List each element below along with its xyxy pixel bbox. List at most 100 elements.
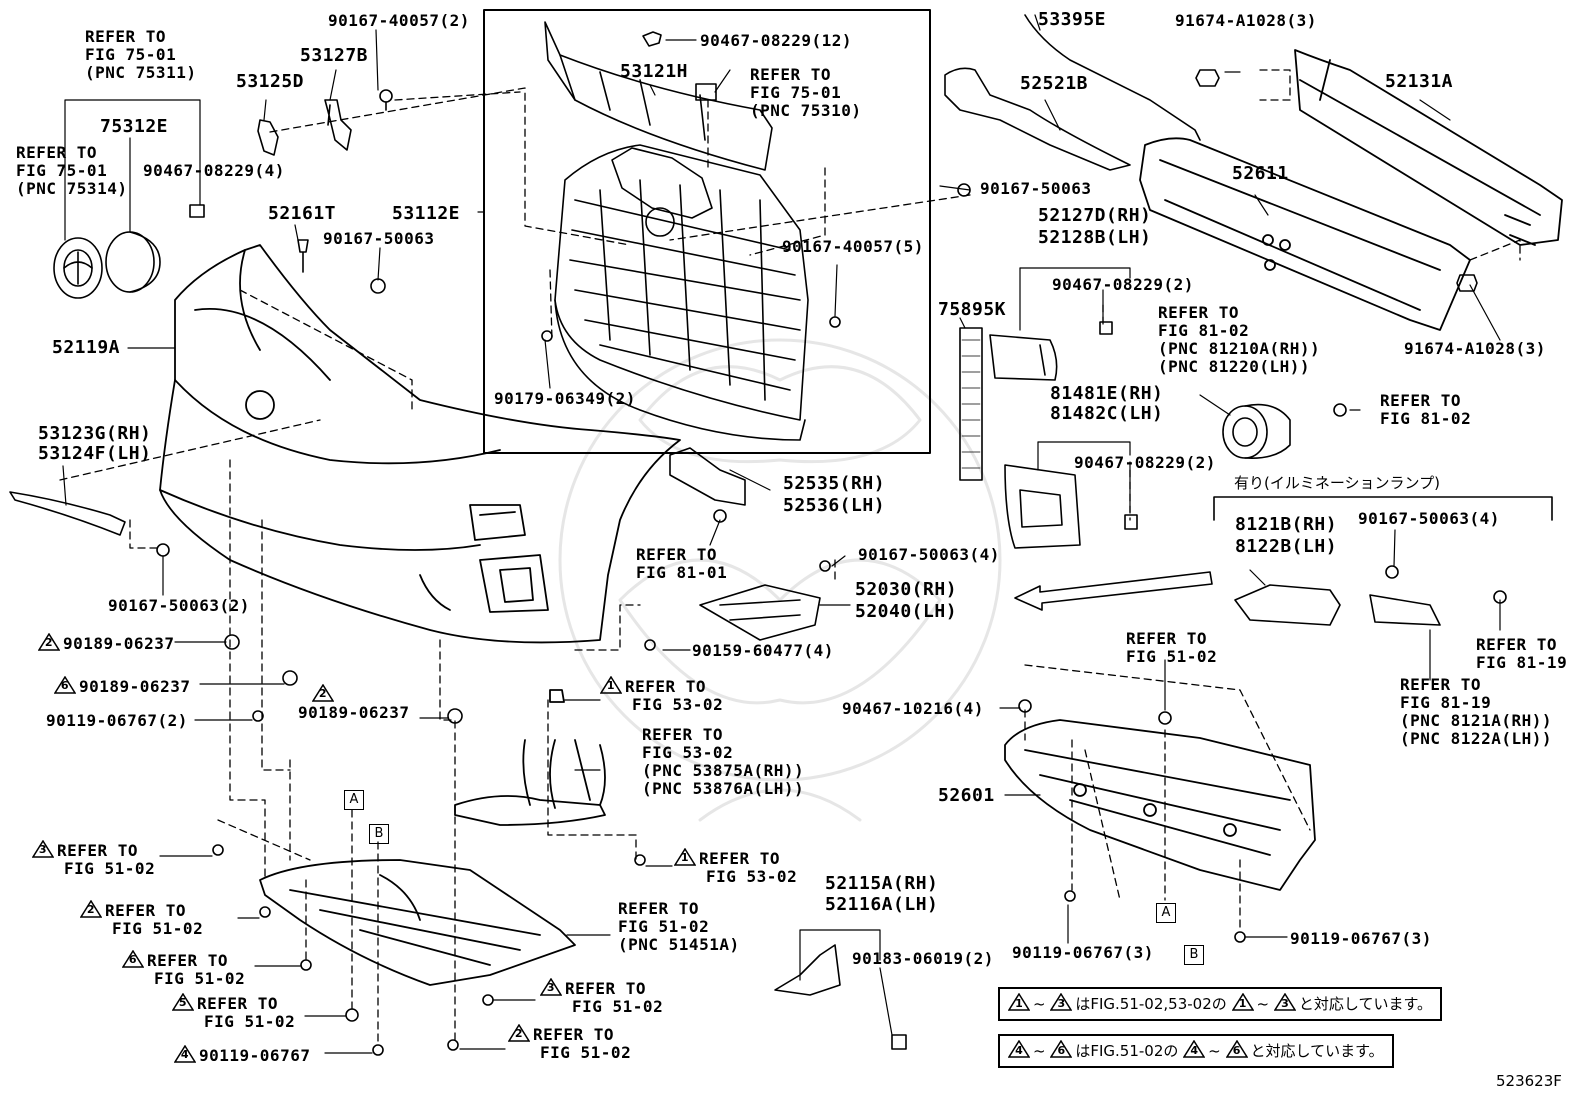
triangle-2c-icon: 2 (79, 899, 103, 918)
label-52601: 52601 (938, 785, 995, 806)
triangle-1b-icon: 1 (673, 847, 697, 866)
label-90167-40057-2: 90167-40057(2) (328, 11, 470, 30)
label-90119-06767-2: 90119-06767(2) (46, 711, 188, 730)
triangle-icon: 3 (1050, 992, 1073, 1011)
label-52535-rh: 52535(RH) (783, 473, 886, 494)
lower-molding-53123g (9, 491, 126, 536)
label-90467-08229-2b: 90467-08229(2) (1074, 453, 1216, 472)
triangle-icon: 6 (1050, 1039, 1073, 1058)
leader-lines (62, 14, 1501, 1054)
reflector-75895k (959, 327, 983, 481)
marker-box-a-right: A (1156, 903, 1176, 923)
label-52521b: 52521B (1020, 73, 1089, 94)
triangle-1-icon: 1 (599, 675, 623, 694)
label-90167-50063-4a: 90167-50063(4) (858, 545, 1000, 564)
label-52127d-rh: 52127D(RH) (1038, 205, 1152, 226)
fog-lamp-cover-52127d (989, 321, 1113, 381)
lower-grille (554, 144, 809, 441)
triangle-4-icon: 4 (173, 1044, 197, 1063)
illumination-8121b (1234, 565, 1507, 626)
label-90167-40057-5: 90167-40057(5) (782, 237, 924, 256)
label-90183-06019-2: 90183-06019(2) (852, 949, 994, 968)
diagram-id: 523623F (1496, 1072, 1562, 1090)
label-illumination-lamp: 有り(イルミネーションランプ) (1234, 474, 1440, 492)
label-75895k: 75895K (938, 299, 1007, 320)
triangle-6b-icon: 6 (121, 949, 145, 968)
watermark-seal (558, 338, 1002, 822)
fog-lamp-81210a (1222, 403, 1347, 460)
triangle-icon: 4 (1182, 1039, 1206, 1058)
label-90467-08229-2a: 90467-08229(2) (1052, 275, 1194, 294)
label-52040-lh: 52040(LH) (855, 601, 958, 622)
undercover-center (259, 859, 576, 986)
label-53127b: 53127B (300, 45, 369, 66)
label-81482c-lh: 81482C(LH) (1050, 403, 1164, 424)
energy-absorber-52611 (1139, 137, 1471, 331)
label-52116a-lh: 52116A(LH) (825, 894, 939, 915)
brackets-53395e-52521b (944, 14, 1201, 171)
label-75312e: 75312E (100, 116, 169, 137)
triangle-icon: 3 (1273, 992, 1297, 1011)
marker-box-b-right: B (1184, 945, 1204, 965)
reflector-52030 (699, 584, 821, 641)
label-90167-50063-a: 90167-50063 (323, 229, 435, 248)
label-90179-06349-2: 90179-06349(2) (494, 389, 636, 408)
label-53121h: 53121H (620, 61, 689, 82)
label-52611: 52611 (1232, 163, 1289, 184)
arrow-to-52030 (1014, 571, 1213, 611)
label-91674-a1028-bottom: 91674-A1028(3) (1404, 339, 1546, 358)
triangle-icon: 1 (1231, 992, 1254, 1011)
label-90167-50063-b: 90167-50063 (980, 179, 1092, 198)
label-90167-50063-4b: 90167-50063(4) (1358, 509, 1500, 528)
triangle-icon: 1 (1007, 992, 1031, 1011)
triangle-icon: 6 (1225, 1039, 1248, 1058)
label-53112e: 53112E (392, 203, 461, 224)
label-52030-rh: 52030(RH) (855, 579, 958, 600)
triangle-6-icon: 6 (53, 675, 77, 694)
triangle-2d-icon: 2 (507, 1023, 531, 1042)
label-90119-06767-3b: 90119-06767(3) (1290, 929, 1432, 948)
undercover-52601 (1004, 719, 1316, 891)
label-90119-06767-3a: 90119-06767(3) (1012, 943, 1154, 962)
label-8122b-lh: 8122B(LH) (1235, 536, 1338, 557)
reinforcement-52131a (1294, 49, 1563, 246)
illumination-bracket (1213, 496, 1553, 521)
label-90159-60477-4: 90159-60477(4) (692, 641, 834, 660)
label-52119a: 52119A (52, 337, 121, 358)
label-90467-10216-4: 90467-10216(4) (842, 699, 984, 718)
label-52131a: 52131A (1385, 71, 1454, 92)
triangle-icon: 4 (1007, 1039, 1031, 1058)
upper-grille-53121h (544, 21, 773, 171)
triangle-2b-icon: 2 (311, 683, 335, 702)
fog-lamp-bezel-81481e (1004, 464, 1138, 549)
label-90167-50063-2: 90167-50063(2) (108, 596, 250, 615)
label-52128b-lh: 52128B(LH) (1038, 227, 1152, 248)
triangle-5-icon: 5 (171, 992, 195, 1011)
bolts-91674 (1195, 69, 1478, 292)
label-91674-a1028-top: 91674-A1028(3) (1175, 11, 1317, 30)
emblem-75312e (53, 204, 205, 299)
